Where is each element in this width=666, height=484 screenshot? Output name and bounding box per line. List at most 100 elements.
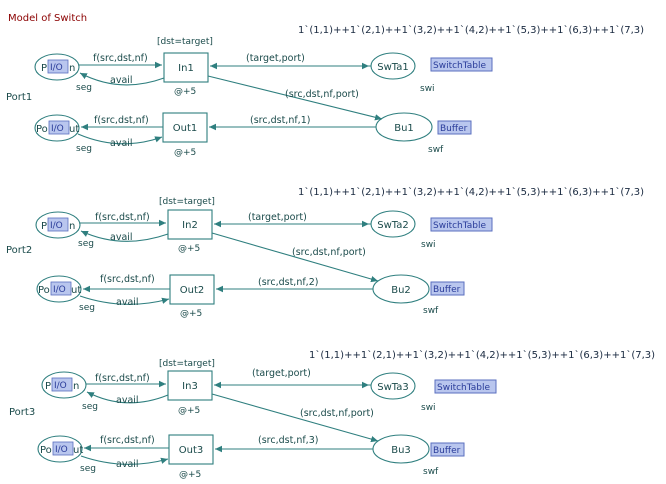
switch-table-tag: SwitchTable (433, 221, 486, 231)
output-transition-name: Out3 (179, 445, 204, 456)
arc-label-avail: avail (110, 232, 133, 243)
arc-label-input: f(src,dst,nf) (93, 53, 148, 64)
switch-table-name: SwTa3 (377, 382, 408, 393)
arc-transition-to-input (80, 230, 169, 242)
switch-table-tag-box (430, 217, 493, 232)
switch-table-type: swi (421, 403, 436, 413)
output-transition-name: Out2 (180, 285, 205, 296)
input-place-prefix: P (41, 63, 47, 74)
output-transition-delay: @+5 (180, 309, 202, 319)
input-place-suffix: n (73, 381, 79, 392)
arc-label-table: (target,port) (246, 53, 305, 64)
switch-table-marking: 1`(1,1)++1`(2,1)++1`(3,2)++1`(4,2)++1`(5… (298, 186, 644, 198)
switch-table-marking: 1`(1,1)++1`(2,1)++1`(3,2)++1`(4,2)++1`(5… (309, 349, 655, 361)
arc-place-to-output (80, 455, 169, 465)
input-port-place[interactable]: P I/O n (34, 53, 80, 81)
output-port-place[interactable]: Po I/O ut (34, 114, 80, 142)
arc-label-buffer-out: (src,dst,nf,3) (258, 435, 318, 446)
output-place-type: seg (80, 464, 96, 474)
output-transition[interactable]: Out2 (169, 274, 215, 305)
switch-table-tag: SwitchTable (433, 61, 486, 71)
io-tag-label: I/O (50, 221, 63, 231)
arc-label-input: f(src,dst,nf) (95, 373, 150, 384)
input-transition-name: In3 (182, 381, 198, 392)
switch-table-type: swi (421, 240, 436, 250)
switch-table-place[interactable]: SwTa2 (370, 210, 416, 238)
buffer-place[interactable]: Bu3 (372, 434, 430, 464)
buffer-place[interactable]: Bu1 (375, 112, 433, 142)
arc-label-output: f(src,dst,nf) (94, 115, 149, 126)
buffer-type: swf (423, 467, 439, 477)
io-tag-label: I/O (53, 285, 66, 295)
input-place-prefix: P (41, 221, 47, 232)
arc-label-input: f(src,dst,nf) (95, 212, 150, 223)
arc-label-avail-out: avail (110, 138, 133, 149)
switch-table-type: swi (420, 84, 435, 94)
arc-label-to-buffer: (src,dst,nf,port) (300, 408, 374, 419)
io-tag-box (48, 120, 70, 135)
input-transition[interactable]: In2 (167, 209, 213, 240)
buffer-type: swf (423, 306, 439, 316)
port-group-1: 1`(1,1)++1`(2,1)++1`(3,2)++1`(4,2)++1`(5… (6, 24, 644, 158)
output-place-prefix: Po (36, 124, 48, 135)
switch-table-place[interactable]: SwTa1 (370, 52, 416, 80)
buffer-tag-box (430, 442, 465, 457)
output-port-place[interactable]: Po I/O ut (37, 435, 83, 463)
port-label: Port3 (9, 407, 35, 418)
io-tag-label: I/O (50, 63, 63, 73)
input-transition-name: In1 (178, 63, 194, 74)
arc-transition-to-input (86, 391, 169, 404)
buffer-type: swf (428, 145, 444, 155)
output-place-type: seg (76, 144, 92, 154)
output-place-prefix: Po (40, 445, 52, 456)
io-tag-box (51, 377, 73, 392)
output-transition-delay: @+5 (174, 148, 196, 158)
input-place-prefix: P (45, 381, 51, 392)
arc-label-output: f(src,dst,nf) (100, 274, 155, 285)
switch-table-name: SwTa1 (377, 62, 408, 73)
arc-label-avail-out: avail (116, 297, 139, 308)
arc-transition-to-buffer (211, 232, 379, 283)
arc-transition-to-buffer (207, 75, 383, 121)
arc-label-table: (target,port) (252, 368, 311, 379)
input-transition-delay: @+5 (178, 244, 200, 254)
input-place-type: seg (78, 239, 94, 249)
input-port-place[interactable]: P I/O n (35, 211, 81, 239)
transition-guard: [dst=target] (159, 197, 215, 207)
arc-label-to-buffer: (src,dst,nf,port) (285, 89, 359, 100)
switch-table-tag: SwitchTable (437, 383, 490, 393)
buffer-tag-box (430, 281, 465, 296)
switch-table-tag-box (430, 57, 493, 72)
input-place-suffix: n (69, 221, 75, 232)
switch-table-name: SwTa2 (377, 220, 408, 231)
io-tag-box (52, 441, 74, 456)
arc-label-avail: avail (116, 395, 139, 406)
buffer-tag-box (437, 120, 472, 135)
input-transition[interactable]: In3 (167, 370, 213, 401)
arc-place-to-output (79, 295, 170, 305)
output-transition[interactable]: Out3 (168, 434, 214, 465)
buffer-name: Bu1 (394, 123, 414, 134)
output-port-place[interactable]: Po I/O ut (36, 275, 82, 303)
switch-table-marking: 1`(1,1)++1`(2,1)++1`(3,2)++1`(4,2)++1`(5… (298, 24, 644, 36)
transition-guard: [dst=target] (159, 359, 215, 369)
input-port-place[interactable]: P I/O n (41, 371, 87, 399)
arc-label-avail-out: avail (116, 459, 139, 470)
buffer-name: Bu3 (391, 445, 411, 456)
input-transition[interactable]: In1 (163, 52, 209, 83)
switch-table-place[interactable]: SwTa3 (370, 372, 416, 400)
output-place-type: seg (79, 303, 95, 313)
arc-place-to-output (77, 133, 163, 145)
buffer-tag: Buffer (440, 124, 468, 134)
buffer-place[interactable]: Bu2 (372, 274, 430, 304)
buffer-name: Bu2 (391, 285, 411, 296)
output-transition-name: Out1 (173, 123, 198, 134)
output-transition-delay: @+5 (179, 470, 201, 480)
output-place-suffix: ut (71, 285, 81, 296)
output-transition[interactable]: Out1 (162, 112, 208, 143)
input-place-suffix: n (69, 63, 75, 74)
buffer-tag: Buffer (433, 446, 461, 456)
input-transition-name: In2 (182, 220, 198, 231)
